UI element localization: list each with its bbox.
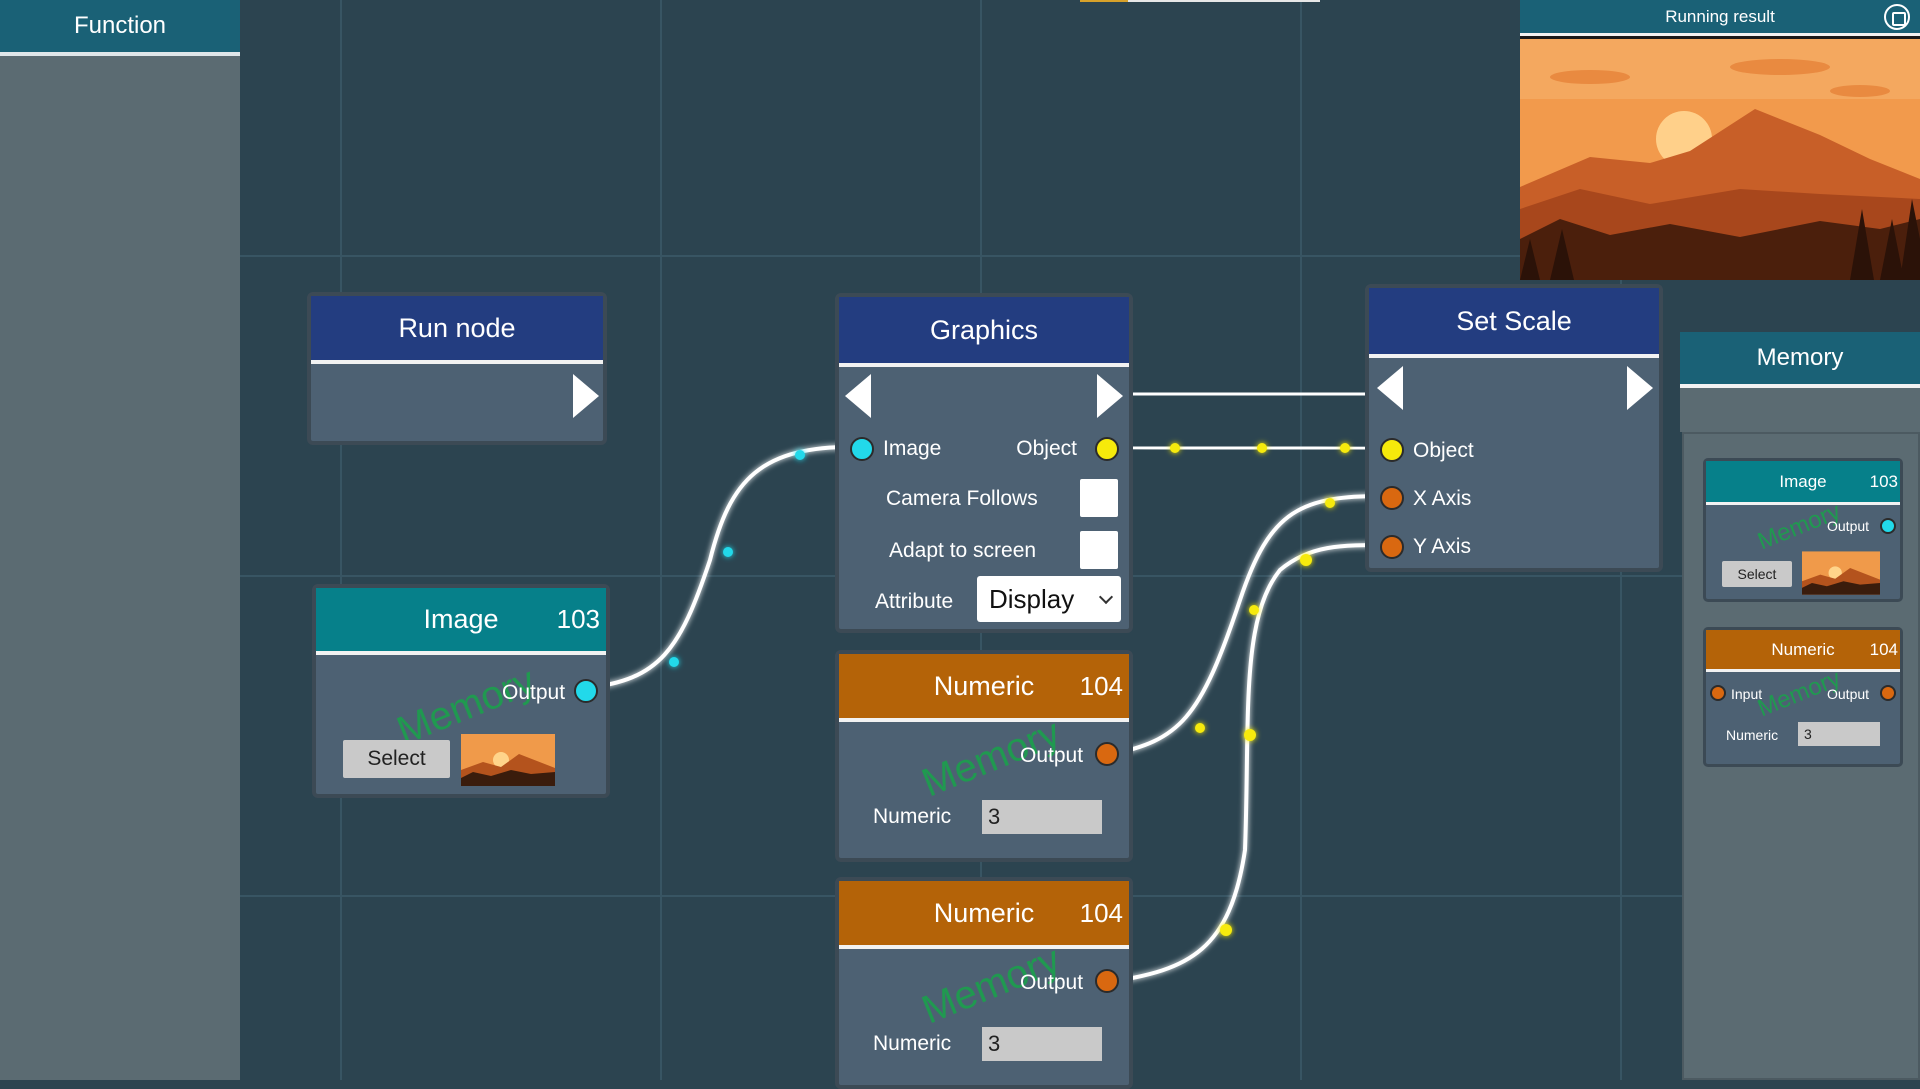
memory-panel[interactable]: Image 103 Memory Output Select Numeric 1… [1682, 432, 1920, 1080]
result-preview-image [1520, 39, 1920, 280]
memory-numeric-node-title: Numeric [1771, 639, 1835, 659]
memory-numeric-node[interactable]: Numeric 104 Memory Input Output Numeric … [1703, 627, 1903, 767]
numeric-node-title: Numeric [933, 670, 1035, 701]
progress-bar-fill [1080, 0, 1128, 2]
attribute-dropdown-value: Display [989, 583, 1075, 614]
function-panel [0, 0, 240, 1080]
flow-in-arrow-icon[interactable] [845, 374, 871, 418]
flow-out-arrow-icon[interactable] [1627, 366, 1653, 410]
image-thumbnail[interactable] [1802, 551, 1880, 595]
node-id: 104 [1079, 670, 1123, 701]
y-axis-label: Y Axis [1413, 535, 1471, 558]
numeric-node[interactable]: Numeric 104 Memory Output Numeric 3 [835, 650, 1133, 862]
output-port-label: Output [1827, 518, 1870, 534]
object-output-port[interactable] [1095, 437, 1119, 461]
camera-follows-checkbox[interactable] [1080, 479, 1118, 517]
object-input-port[interactable] [1380, 438, 1404, 462]
chevron-down-icon [1098, 589, 1114, 605]
y-axis-input-port[interactable] [1380, 535, 1404, 559]
adapt-to-screen-checkbox[interactable] [1080, 531, 1118, 569]
numeric-output-port[interactable] [1880, 685, 1896, 701]
node-id: 104 [1869, 639, 1898, 659]
running-result-panel: Running result [1520, 0, 1920, 280]
run-node[interactable]: Run node [307, 292, 607, 445]
graphics-node-title: Graphics [839, 297, 1129, 367]
object-port-label: Object [1413, 439, 1474, 462]
image-node-title: Image [423, 604, 499, 634]
numeric-field-label: Numeric [873, 1032, 952, 1055]
input-port-label: Input [1731, 686, 1763, 702]
numeric-input-port[interactable] [1710, 685, 1726, 701]
flow-out-arrow-icon[interactable] [1097, 374, 1123, 418]
set-scale-node[interactable]: Set Scale Object X Axis Y Axis [1365, 284, 1663, 572]
output-port-label: Output [502, 681, 566, 704]
select-image-button[interactable]: Select [1722, 561, 1792, 587]
running-result-title: Running result [1665, 6, 1775, 26]
numeric-input[interactable]: 3 [982, 800, 1102, 834]
camera-follows-label: Camera Follows [886, 487, 1038, 510]
set-scale-node-title: Set Scale [1369, 288, 1659, 358]
grid-line [1300, 0, 1302, 1080]
attribute-label: Attribute [875, 590, 954, 613]
numeric-node-header: Numeric 104 [839, 654, 1129, 722]
node-id: 104 [1079, 897, 1123, 928]
image-output-port[interactable] [574, 679, 598, 703]
grid-line [340, 0, 342, 1080]
grid-line [240, 255, 1920, 257]
numeric-node-title: Numeric [933, 897, 1035, 928]
image-output-port[interactable] [1880, 518, 1896, 534]
run-node-title: Run node [311, 296, 603, 364]
adapt-to-screen-label: Adapt to screen [889, 539, 1037, 562]
memory-image-node-header: Image 103 [1706, 461, 1900, 505]
image-input-port[interactable] [850, 437, 874, 461]
memory-panel-title[interactable]: Memory [1680, 332, 1920, 388]
numeric-node[interactable]: Numeric 104 Memory Output Numeric 3 [835, 877, 1133, 1089]
select-image-button[interactable]: Select [343, 740, 450, 778]
node-id: 103 [1869, 471, 1898, 491]
progress-bar [1080, 0, 1320, 2]
numeric-output-port[interactable] [1095, 969, 1119, 993]
image-node-header: Image 103 [316, 588, 606, 655]
memory-numeric-node-header: Numeric 104 [1706, 630, 1900, 672]
x-axis-input-port[interactable] [1380, 486, 1404, 510]
output-port-label: Output [1020, 971, 1084, 994]
graphics-node[interactable]: Graphics Image Object Camera Follows Ada… [835, 293, 1133, 633]
image-thumbnail[interactable] [461, 734, 555, 786]
attribute-dropdown[interactable]: Display [977, 576, 1121, 622]
function-panel-title[interactable]: Function [0, 0, 240, 56]
memory-image-node-title: Image [1779, 471, 1827, 491]
object-port-label: Object [1016, 437, 1077, 460]
memory-image-node[interactable]: Image 103 Memory Output Select [1703, 458, 1903, 602]
image-node[interactable]: Image 103 Memory Output Select [312, 584, 610, 798]
numeric-field-label: Numeric [1726, 727, 1779, 743]
numeric-node-header: Numeric 104 [839, 881, 1129, 949]
output-port-label: Output [1827, 686, 1870, 702]
node-id: 103 [556, 604, 600, 634]
stop-square-icon[interactable] [1884, 4, 1910, 30]
flow-out-arrow-icon[interactable] [573, 374, 599, 418]
numeric-output-port[interactable] [1095, 742, 1119, 766]
running-result-header: Running result [1520, 0, 1920, 36]
numeric-input[interactable]: 3 [1798, 722, 1880, 746]
x-axis-label: X Axis [1413, 487, 1472, 510]
numeric-field-label: Numeric [873, 805, 952, 828]
memory-strip [1680, 388, 1920, 432]
numeric-input[interactable]: 3 [982, 1027, 1102, 1061]
output-port-label: Output [1020, 744, 1084, 767]
image-port-label: Image [883, 437, 942, 460]
grid-line [660, 0, 662, 1080]
flow-in-arrow-icon[interactable] [1377, 366, 1403, 410]
